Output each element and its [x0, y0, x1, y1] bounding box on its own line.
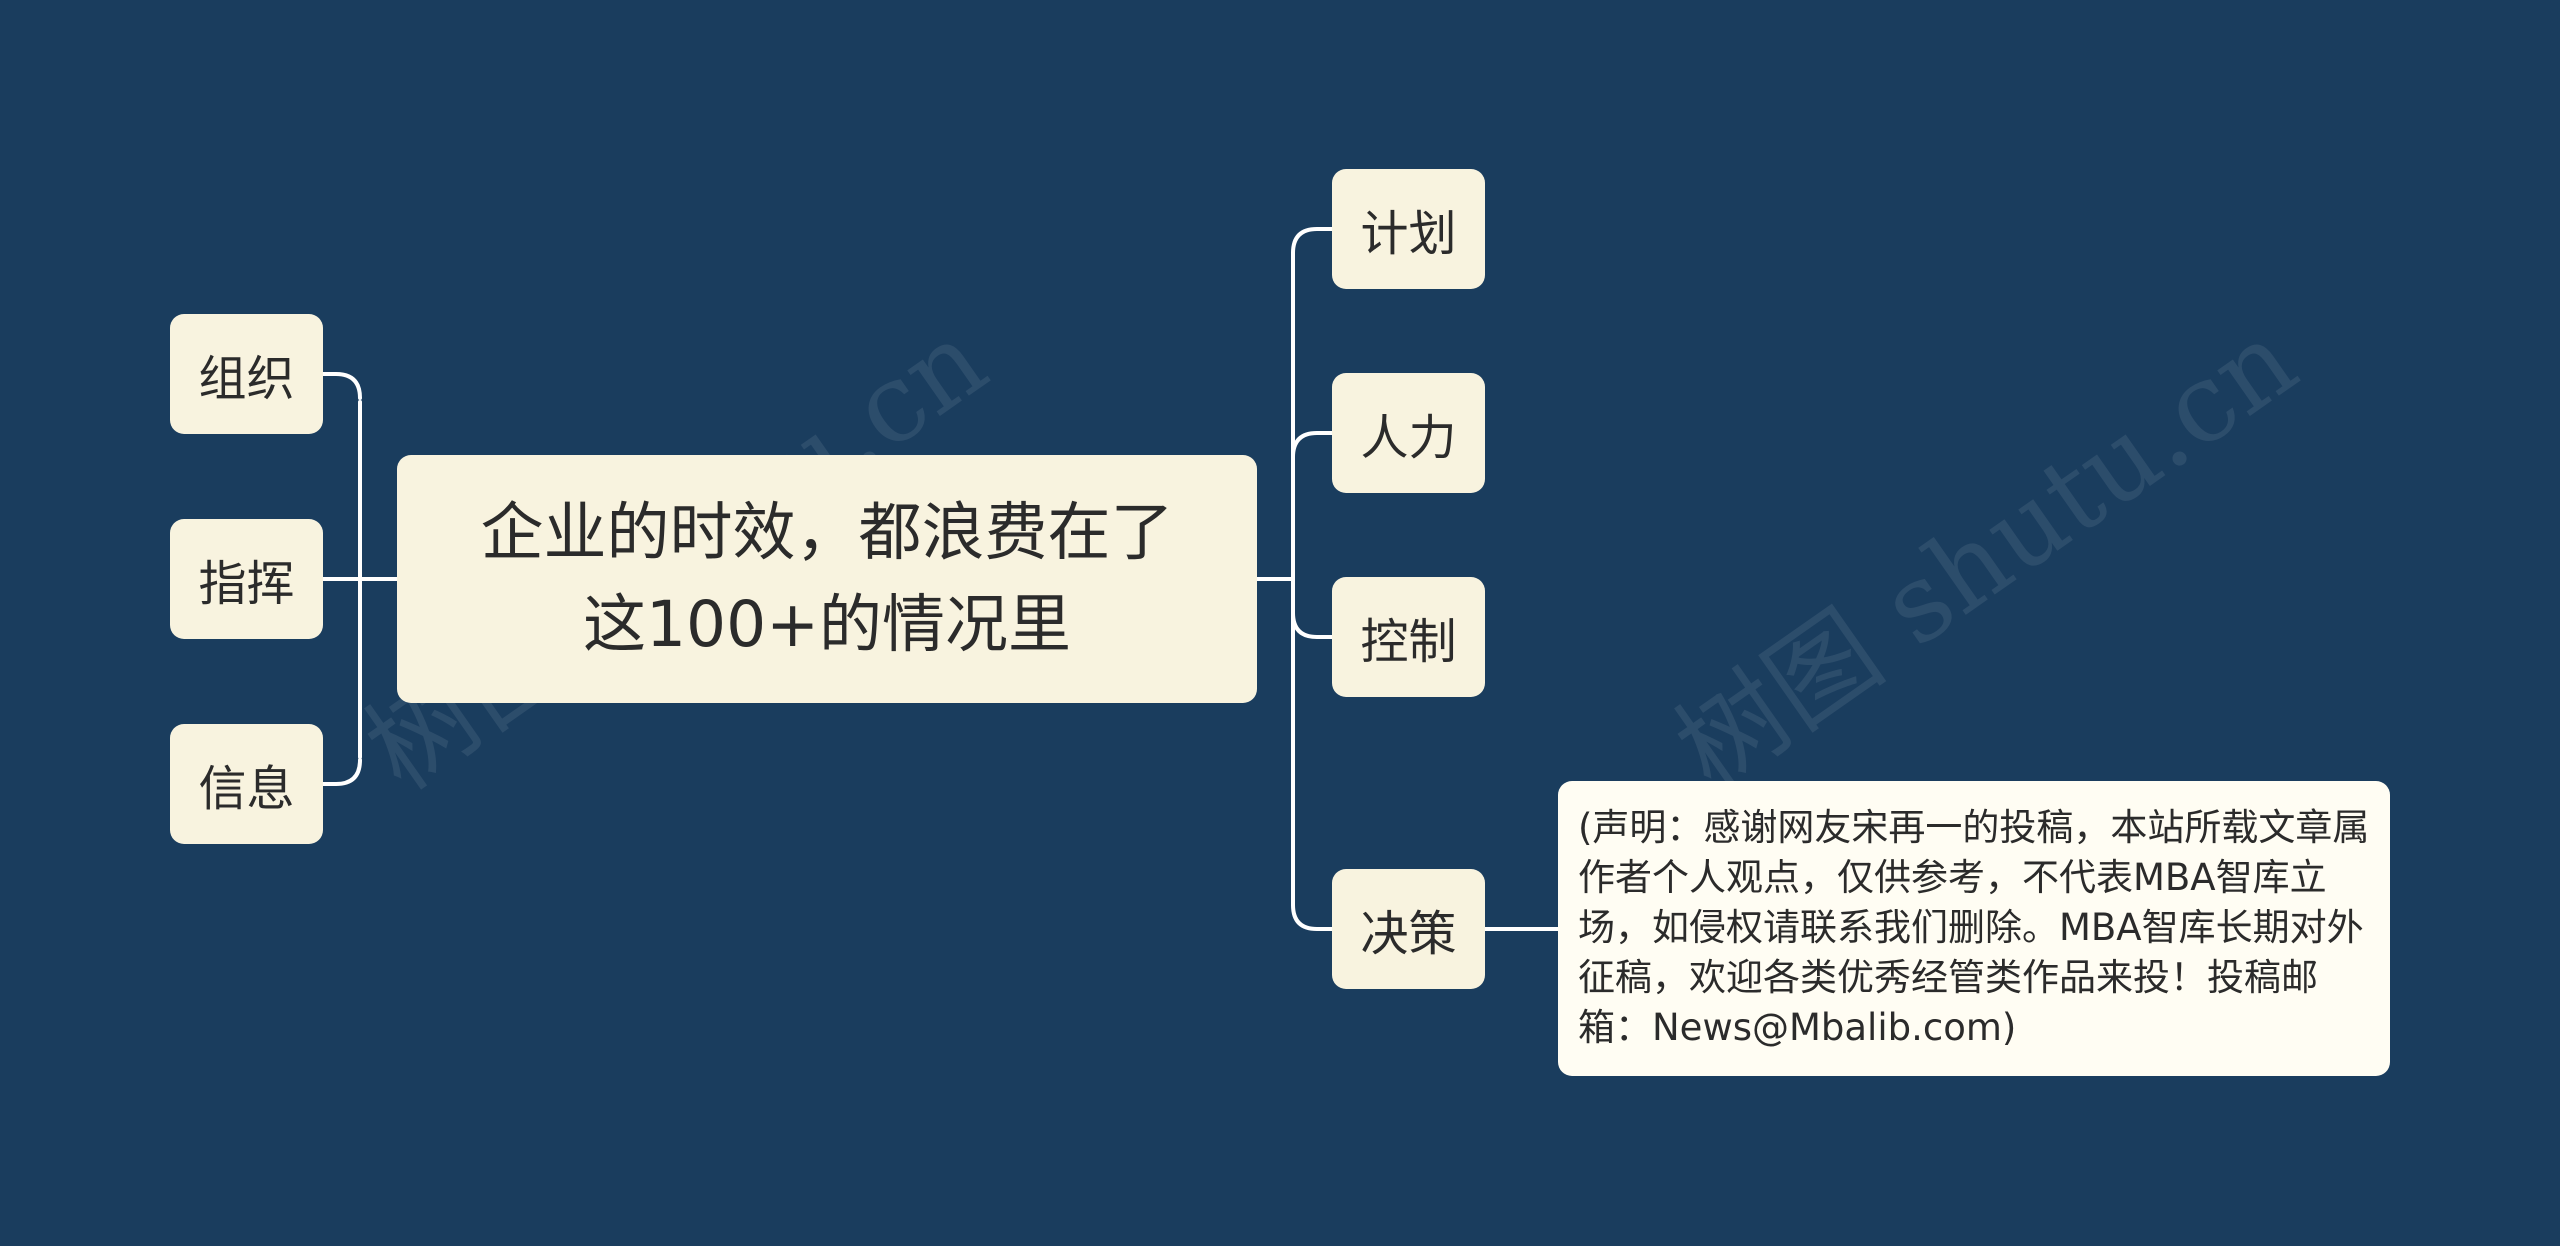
node-zuzhi[interactable]: 组织	[170, 314, 323, 434]
root-topic-line1: 企业的时效，都浪费在了	[480, 496, 1174, 569]
node-juece-label: 决策	[1360, 906, 1457, 962]
node-renli[interactable]: 人力	[1332, 373, 1485, 493]
root-topic-node[interactable]: 企业的时效，都浪费在了 这100+的情况里	[397, 455, 1257, 703]
note-disclaimer-text: (声明：感谢网友宋再一的投稿，本站所载文章属作者个人观点，仅供参考，不代表MBA…	[1578, 806, 2370, 1049]
node-jihua[interactable]: 计划	[1332, 169, 1485, 289]
node-zhihui-label: 指挥	[198, 556, 295, 612]
node-zuzhi-label: 组织	[198, 351, 295, 407]
node-kongzhi-label: 控制	[1360, 614, 1457, 670]
connector-right-kongzhi	[1291, 611, 1335, 639]
node-juece[interactable]: 决策	[1332, 869, 1485, 989]
node-zhihui[interactable]: 指挥	[170, 519, 323, 639]
node-jihua-label: 计划	[1360, 206, 1457, 262]
node-renli-label: 人力	[1360, 410, 1457, 466]
node-kongzhi[interactable]: 控制	[1332, 577, 1485, 697]
connector-left-zuzhi	[320, 372, 362, 400]
node-xinxi-label: 信息	[198, 761, 295, 817]
root-topic-line2: 这100+的情况里	[582, 588, 1072, 661]
note-disclaimer[interactable]: (声明：感谢网友宋再一的投稿，本站所载文章属作者个人观点，仅供参考，不代表MBA…	[1558, 781, 2390, 1076]
connector-left-xinxi	[320, 758, 362, 786]
connector-right-jihua	[1291, 227, 1335, 255]
connector-right-juece	[1291, 903, 1335, 931]
node-xinxi[interactable]: 信息	[170, 724, 323, 844]
connector-right-renli	[1291, 431, 1335, 459]
